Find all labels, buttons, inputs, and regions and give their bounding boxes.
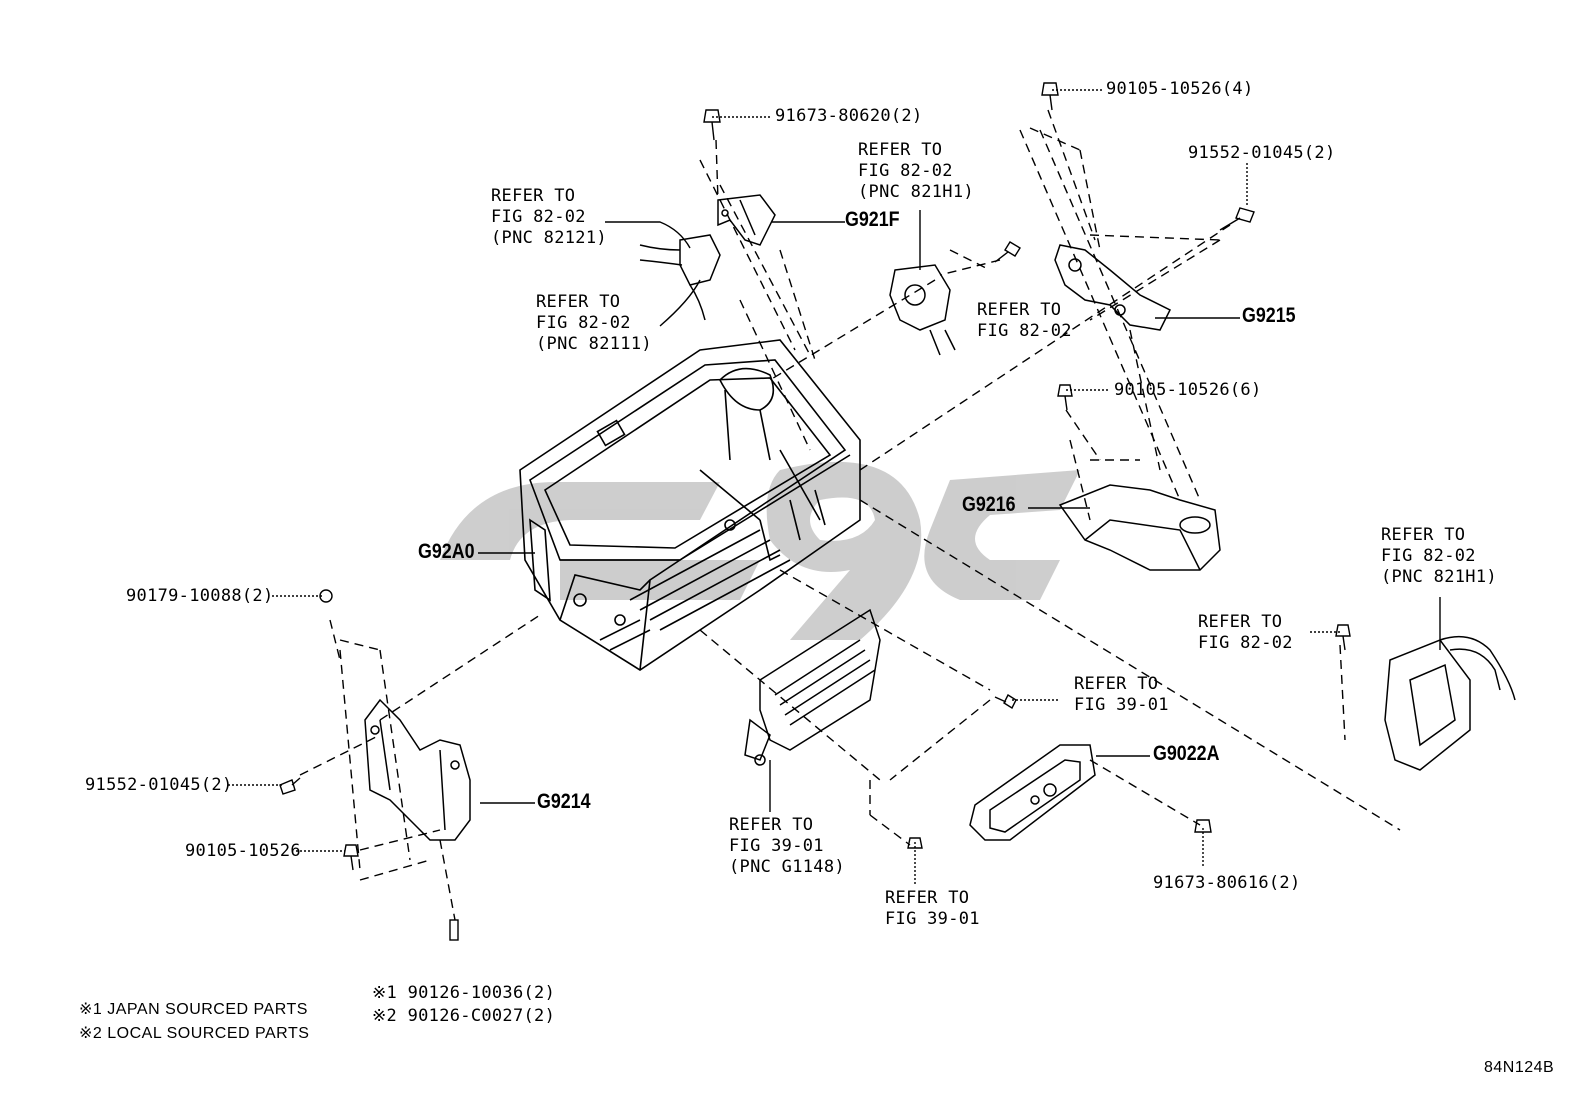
refer-82-02-center: REFER TO FIG 82-02: [977, 300, 1072, 341]
note-local-sourced: ※2 LOCAL SOURCED PARTS: [79, 1025, 310, 1042]
part-number-90105-10526: 90105-10526: [185, 841, 301, 861]
terminal-block: [744, 608, 881, 766]
cover-g9022a: [969, 744, 1096, 841]
part-number-90105-10526-4: 90105-10526(4): [1106, 79, 1254, 99]
part-number-91552-01045-top: 91552-01045(2): [1188, 143, 1336, 163]
pnc-label-g9215: G9215: [1242, 304, 1296, 327]
part-number-91673-80620: 91673-80620(2): [775, 106, 923, 126]
refer-821h1-right: REFER TO FIG 82-02 (PNC 821H1): [1381, 525, 1497, 587]
bracket-g921f: [717, 194, 776, 246]
pnc-leaders: [478, 210, 1441, 812]
refer-39-01-right: REFER TO FIG 39-01: [1074, 674, 1169, 715]
refer-82-02-right: REFER TO FIG 82-02: [1198, 612, 1293, 653]
refer-39-01-bottom: REFER TO FIG 39-01: [885, 888, 980, 929]
bolt-icons: [279, 82, 1351, 941]
part-number-91552-01045-left: 91552-01045(2): [85, 775, 233, 795]
pnc-label-g9214: G9214: [537, 790, 591, 813]
inverter-housing-g92a0: [519, 339, 861, 671]
refer-821h1-top: REFER TO FIG 82-02 (PNC 821H1): [858, 140, 974, 202]
connector-821h1-right: [1384, 635, 1516, 771]
bracket-g9215: [1054, 244, 1172, 331]
pnc-label-g9216: G9216: [962, 493, 1016, 516]
cover-g9216: [1058, 484, 1221, 571]
diagram-code: 84N124B: [1484, 1059, 1555, 1076]
pnc-label-g9022a: G9022A: [1153, 742, 1220, 765]
assembly-lines: [299, 109, 1401, 921]
leader-lines: [228, 89, 1340, 885]
part-number-90179-10088: 90179-10088(2): [126, 586, 274, 606]
part-number-91673-80616: 91673-80616(2): [1153, 873, 1301, 893]
watermark-logo: [440, 461, 1080, 640]
refer-g1148: REFER TO FIG 39-01 (PNC G1148): [729, 815, 845, 877]
pnc-label-g92a0: G92A0: [418, 540, 475, 563]
refer-82121: REFER TO FIG 82-02 (PNC 82121): [491, 186, 607, 248]
connector-82121: [639, 234, 721, 321]
note-japan-sourced: ※1 JAPAN SOURCED PARTS: [79, 1001, 308, 1018]
connector-821h1-top: [889, 264, 956, 356]
pnc-label-g921f: G921F: [845, 208, 900, 231]
bracket-g9214: [364, 698, 471, 841]
part-number-90126-c0027: ※2 90126-C0027(2): [372, 1006, 556, 1026]
part-number-90126-10036: ※1 90126-10036(2): [372, 983, 556, 1003]
part-number-90105-10526-6: 90105-10526(6): [1114, 380, 1262, 400]
refer-82111: REFER TO FIG 82-02 (PNC 82111): [536, 292, 652, 354]
